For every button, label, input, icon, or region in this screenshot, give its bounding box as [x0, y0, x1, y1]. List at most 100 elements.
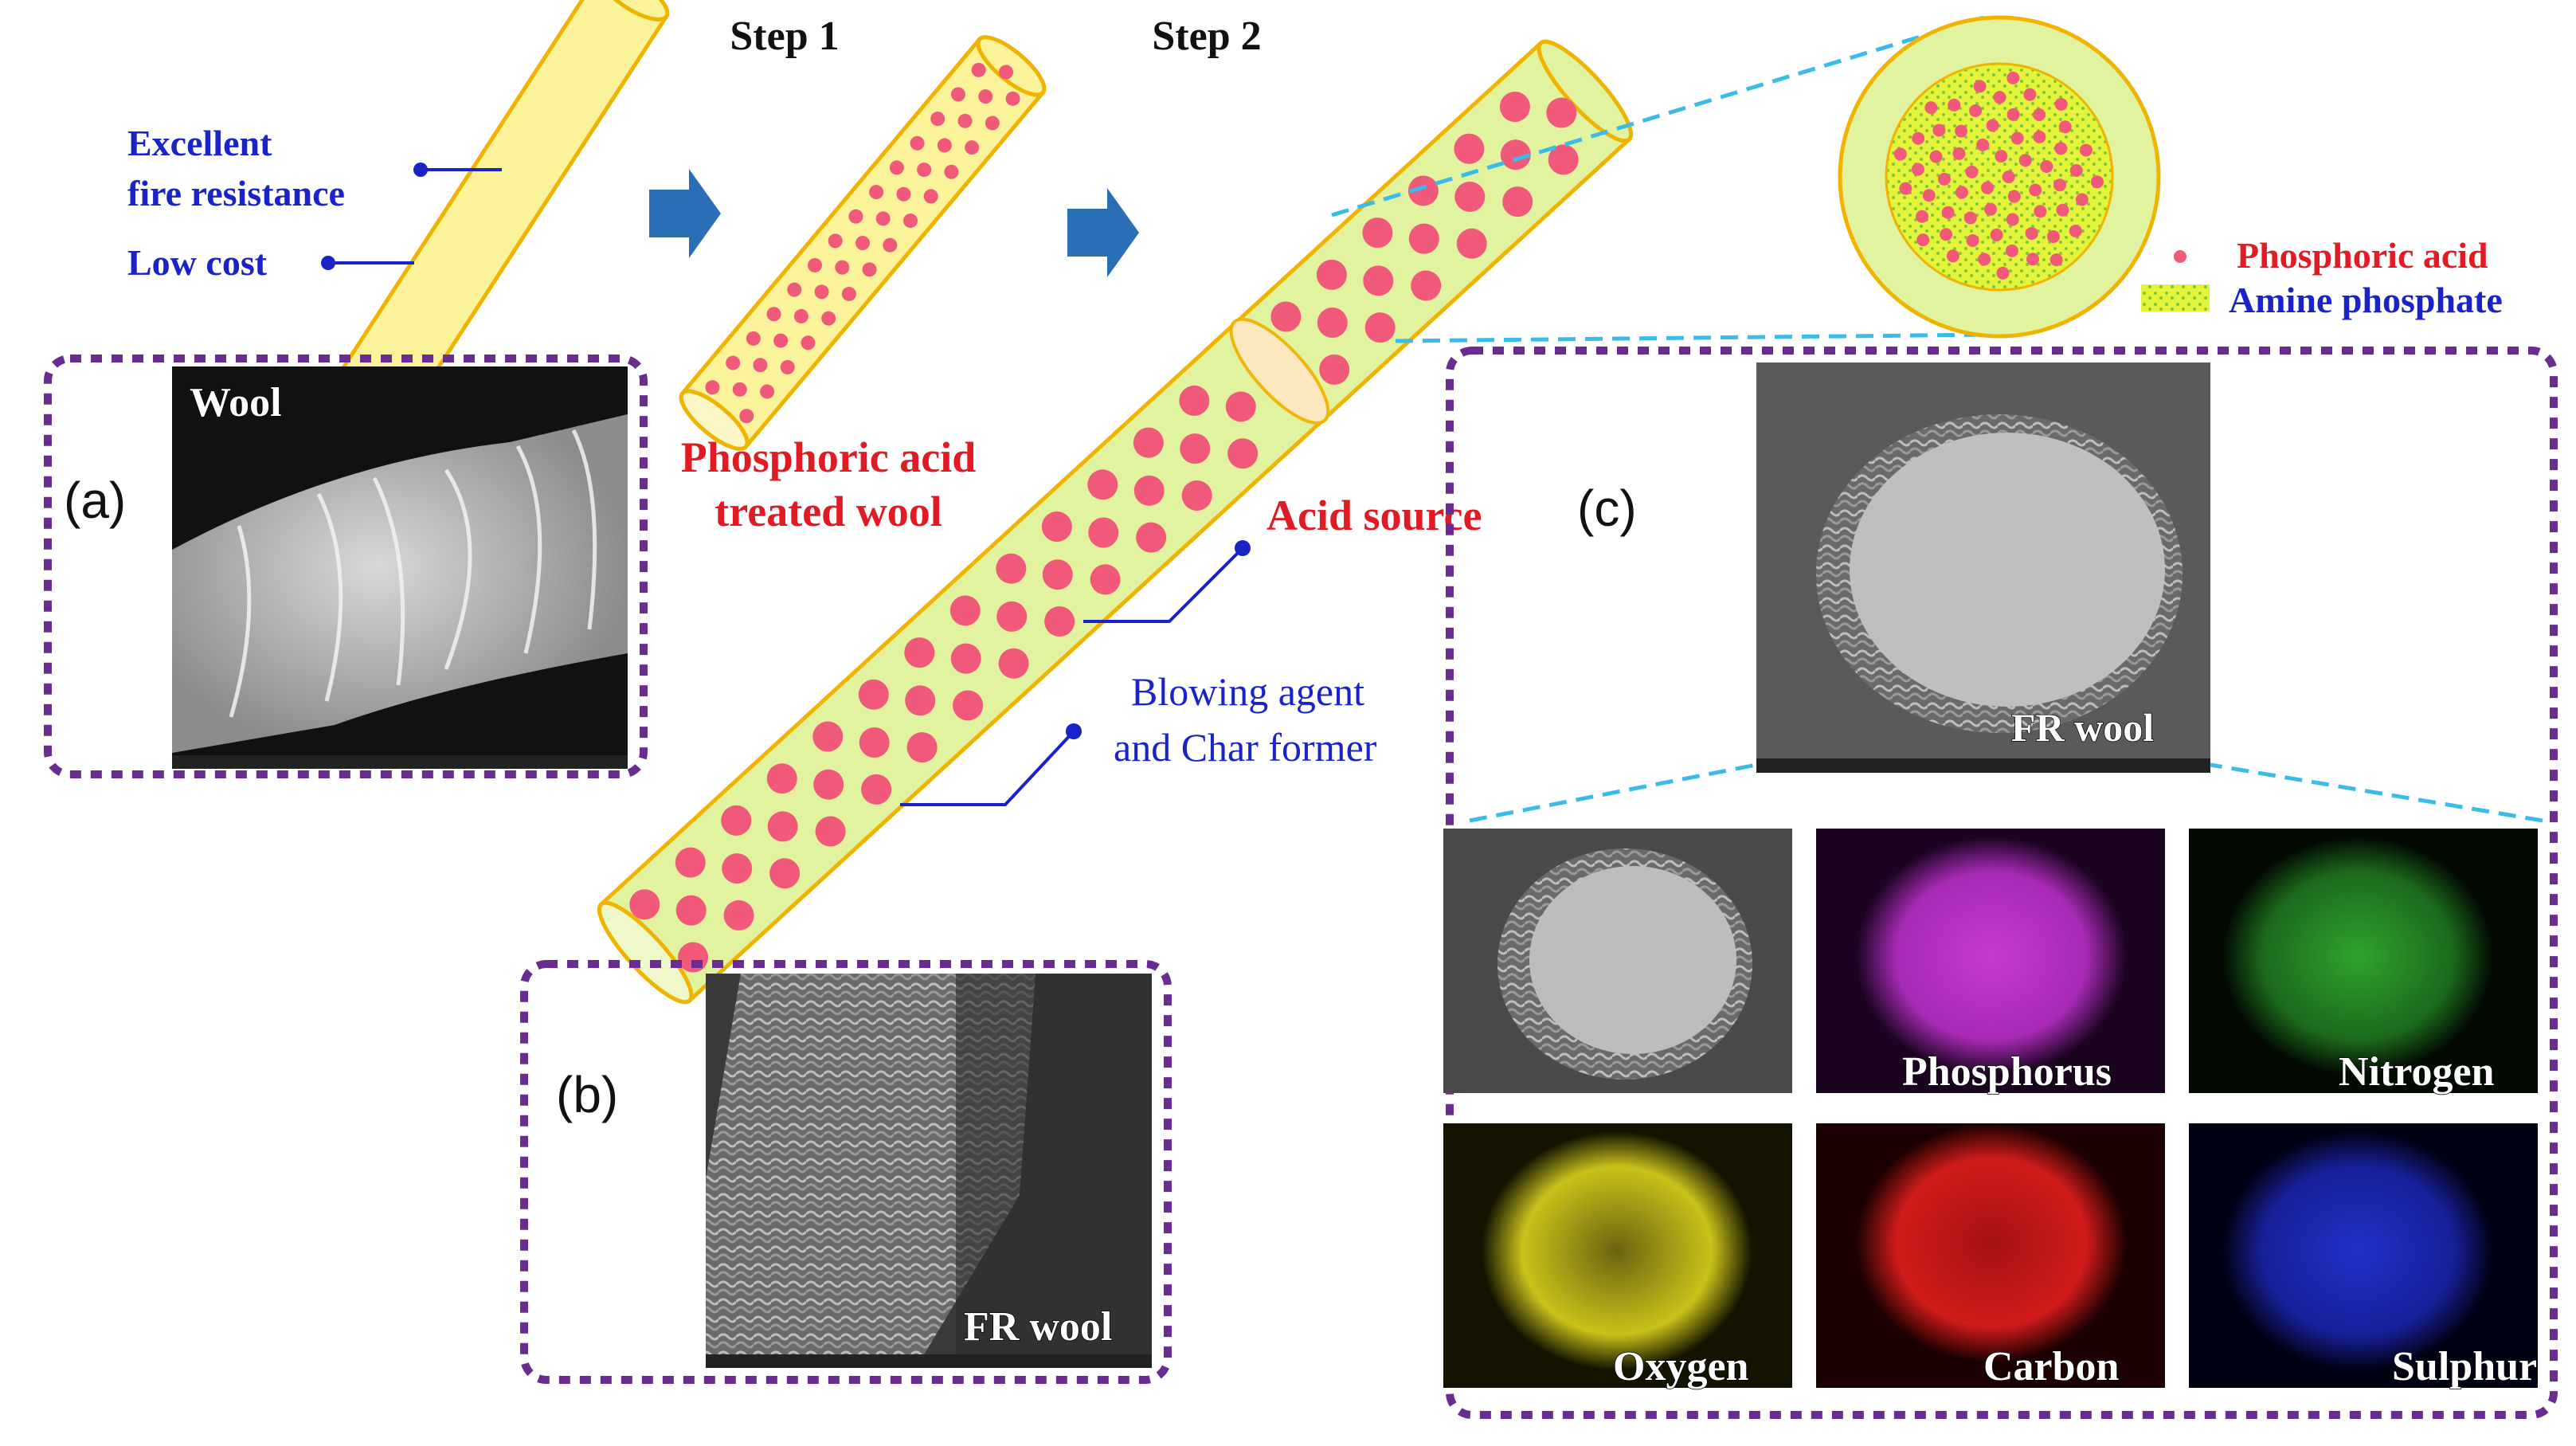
sem-image-fr-wool-c: FR wool: [1756, 362, 2210, 773]
blowing-agent-callout: Blowing agent and Char former: [900, 669, 1377, 806]
acid-dot: [2029, 183, 2042, 197]
acid-dot: [2090, 175, 2104, 189]
acid-dot: [1133, 427, 1164, 458]
acid-dot: [1922, 189, 1936, 202]
acid-dot: [815, 816, 846, 847]
legend: Phosphoric acid Amine phosphate: [2141, 235, 2503, 320]
acid-dot: [910, 135, 925, 151]
acid-dot: [801, 335, 816, 351]
acid-dot: [1454, 181, 1486, 212]
acid-dot: [1407, 175, 1439, 206]
acid-dot: [896, 186, 911, 202]
acid-dot: [2033, 130, 2046, 143]
acid-dot: [1270, 301, 1302, 332]
right-arrow-icon: [649, 169, 721, 258]
acid-dot: [1546, 97, 1577, 128]
acid-dot: [889, 160, 904, 175]
phosphoric-acid-treated-fiber: [679, 35, 1047, 451]
acid-dot: [1916, 210, 1929, 223]
acid-dot: [861, 774, 892, 805]
panel-c-image-label: FR wool: [2011, 705, 2154, 750]
acid-dot: [1946, 249, 1959, 263]
eds-map-phosphorus: Phosphorus: [1816, 829, 2165, 1095]
acid-dot: [1042, 559, 1073, 590]
acid-dot: [1993, 91, 2006, 104]
acid-dot: [726, 355, 741, 370]
acid-dot: [971, 62, 986, 77]
panel-b-letter: (b): [556, 1066, 618, 1123]
acid-dot: [1893, 147, 1907, 161]
acid-dot: [1548, 144, 1579, 175]
acid-dot: [1899, 182, 1912, 195]
eds-label-carbon: Carbon: [1983, 1344, 2120, 1389]
acid-dot: [722, 853, 753, 884]
acid-dot: [1984, 202, 1998, 216]
acid-dot: [1986, 119, 1999, 132]
acid-dot: [903, 214, 918, 229]
acid-dot: [2026, 253, 2040, 266]
acid-dot: [2010, 131, 2024, 145]
acid-dot: [1317, 308, 1348, 339]
acid-dot: [2058, 120, 2072, 134]
acid-dot: [1502, 186, 1533, 217]
step-2-label: Step 2: [1152, 14, 1261, 59]
acid-dot: [1969, 104, 1983, 117]
acid-dot: [1952, 147, 1966, 160]
acid-dot: [1932, 123, 1946, 137]
acid-dot: [739, 409, 754, 424]
acid-dot: [1929, 150, 1943, 163]
eds-label-sulphur: Sulphur: [2392, 1344, 2537, 1389]
acid-dot: [2005, 244, 2018, 257]
acid-dot: [746, 331, 761, 346]
panel-a-image-label: Wool: [190, 380, 282, 425]
legend-amine-phosphate: Amine phosphate: [2229, 280, 2503, 320]
acid-dot: [1408, 223, 1439, 254]
cross-section-zoom: [1331, 15, 2161, 343]
acid-dot: [1966, 233, 1979, 247]
acid-dot: [905, 685, 936, 716]
acid-dot: [1955, 186, 1968, 199]
acid-dot: [1940, 228, 1953, 241]
acid-dot: [1363, 265, 1394, 296]
panel-b-image-label: FR wool: [964, 1304, 1112, 1350]
acid-dot: [793, 308, 808, 323]
acid-dot: [1995, 149, 2008, 163]
callout-excellent-line2: fire resistance: [127, 173, 345, 214]
acid-dot: [1179, 385, 1210, 416]
eds-label-oxygen: Oxygen: [1613, 1344, 1749, 1389]
excellent-fire-resistance-callout: Excellent fire resistance: [127, 123, 502, 214]
acid-dot: [732, 382, 747, 397]
acid-dot: [883, 237, 898, 253]
right-arrow-icon: [1067, 188, 1139, 277]
acid-dot: [1911, 163, 1924, 176]
acid-dot: [1316, 259, 1347, 290]
acid-dot: [2033, 108, 2046, 121]
acid-dot: [2054, 142, 2068, 155]
acid-dot: [1225, 391, 1256, 422]
acid-dot: [675, 895, 707, 926]
acid-dot: [1044, 606, 1075, 637]
panel-c-letter: (c): [1577, 480, 1637, 537]
acid-dot: [705, 380, 720, 395]
acid-dot: [1963, 211, 1977, 225]
acid-dot: [2040, 159, 2053, 173]
acid-dot: [1090, 564, 1121, 595]
legend-phosphoric-acid: Phosphoric acid: [2237, 235, 2488, 276]
acid-dot: [906, 732, 938, 763]
acid-dot: [2056, 203, 2069, 217]
acid-dot: [1955, 124, 1968, 138]
eds-map-sem: [1443, 829, 1792, 1093]
acid-dot: [1362, 217, 1393, 249]
acid-dot: [2006, 213, 2019, 226]
acid-dot: [766, 307, 781, 322]
acid-dot: [998, 65, 1013, 80]
acid-dot: [773, 333, 789, 348]
acid-dot: [1411, 270, 1442, 301]
acid-dot: [841, 286, 856, 301]
acid-dot: [1965, 165, 1979, 178]
acid-dot: [1364, 312, 1396, 343]
acid-dot: [1005, 91, 1020, 106]
acid-dot: [978, 89, 993, 104]
blowing-label-line1: Blowing agent: [1131, 669, 1364, 714]
panel-b: (b) FR wool: [520, 960, 1172, 1384]
